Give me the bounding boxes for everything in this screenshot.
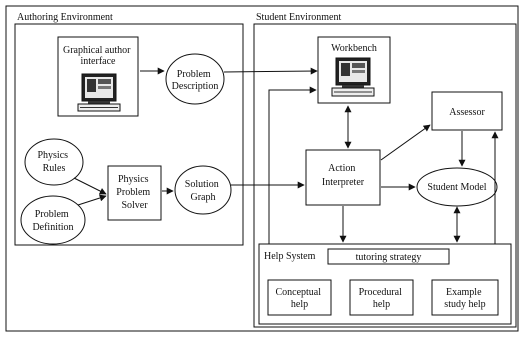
solution-graph-ellipse [174, 165, 232, 215]
arrow-physics-rules-to-solver [73, 177, 107, 195]
procedural-help-box [349, 279, 414, 316]
example-study-help-label: Example study help [444, 287, 485, 310]
physics-problem-solver-box [107, 165, 162, 221]
student-model-label: Student Model [427, 182, 486, 193]
tutoring-strategy-box [327, 248, 450, 265]
student-environment-frame [253, 23, 517, 328]
arrow-action-interpreter-to-assessor [380, 124, 431, 161]
problem-definition-label: Problem Definition [32, 209, 73, 233]
problem-description-ellipse [165, 53, 225, 105]
student-environment-title: Student Environment [256, 12, 341, 23]
workbench-label: Workbench [331, 43, 377, 54]
assessor-label: Assessor [449, 107, 485, 118]
authoring-environment-frame [14, 23, 244, 246]
action-interpreter-label: Action Interpreter [322, 163, 365, 188]
arrow-help-system-to-workbench [268, 86, 317, 244]
problem-description-label: Problem Description [172, 69, 219, 92]
arrow-problem-definition-to-solver [77, 194, 107, 206]
tutoring-strategy-label: tutoring strategy [356, 252, 422, 263]
physics-problem-solver-label: Physics Problem Solver [116, 174, 152, 211]
conceptual-help-label: Conceptual help [275, 287, 323, 310]
computer-icon [331, 57, 375, 97]
problem-definition-ellipse [20, 195, 86, 245]
arrow-problem-description-to-workbench [223, 67, 318, 75]
example-study-help-box [431, 279, 499, 316]
graphical-author-interface-label: Graphical author interface [63, 45, 133, 67]
procedural-help-label: Procedural help [359, 287, 405, 310]
student-model-ellipse [416, 167, 498, 207]
physics-rules-label: Physics Rules [37, 150, 70, 174]
conceptual-help-box [267, 279, 332, 316]
solution-graph-label: Solution Graph [185, 179, 221, 203]
help-system-label: Help System [264, 251, 316, 262]
physics-rules-ellipse [24, 138, 84, 186]
assessor-box [431, 91, 503, 131]
action-interpreter-box [305, 149, 381, 206]
computer-icon [77, 73, 121, 112]
authoring-environment-title: Authoring Environment [17, 12, 113, 23]
outer-frame [5, 5, 519, 332]
